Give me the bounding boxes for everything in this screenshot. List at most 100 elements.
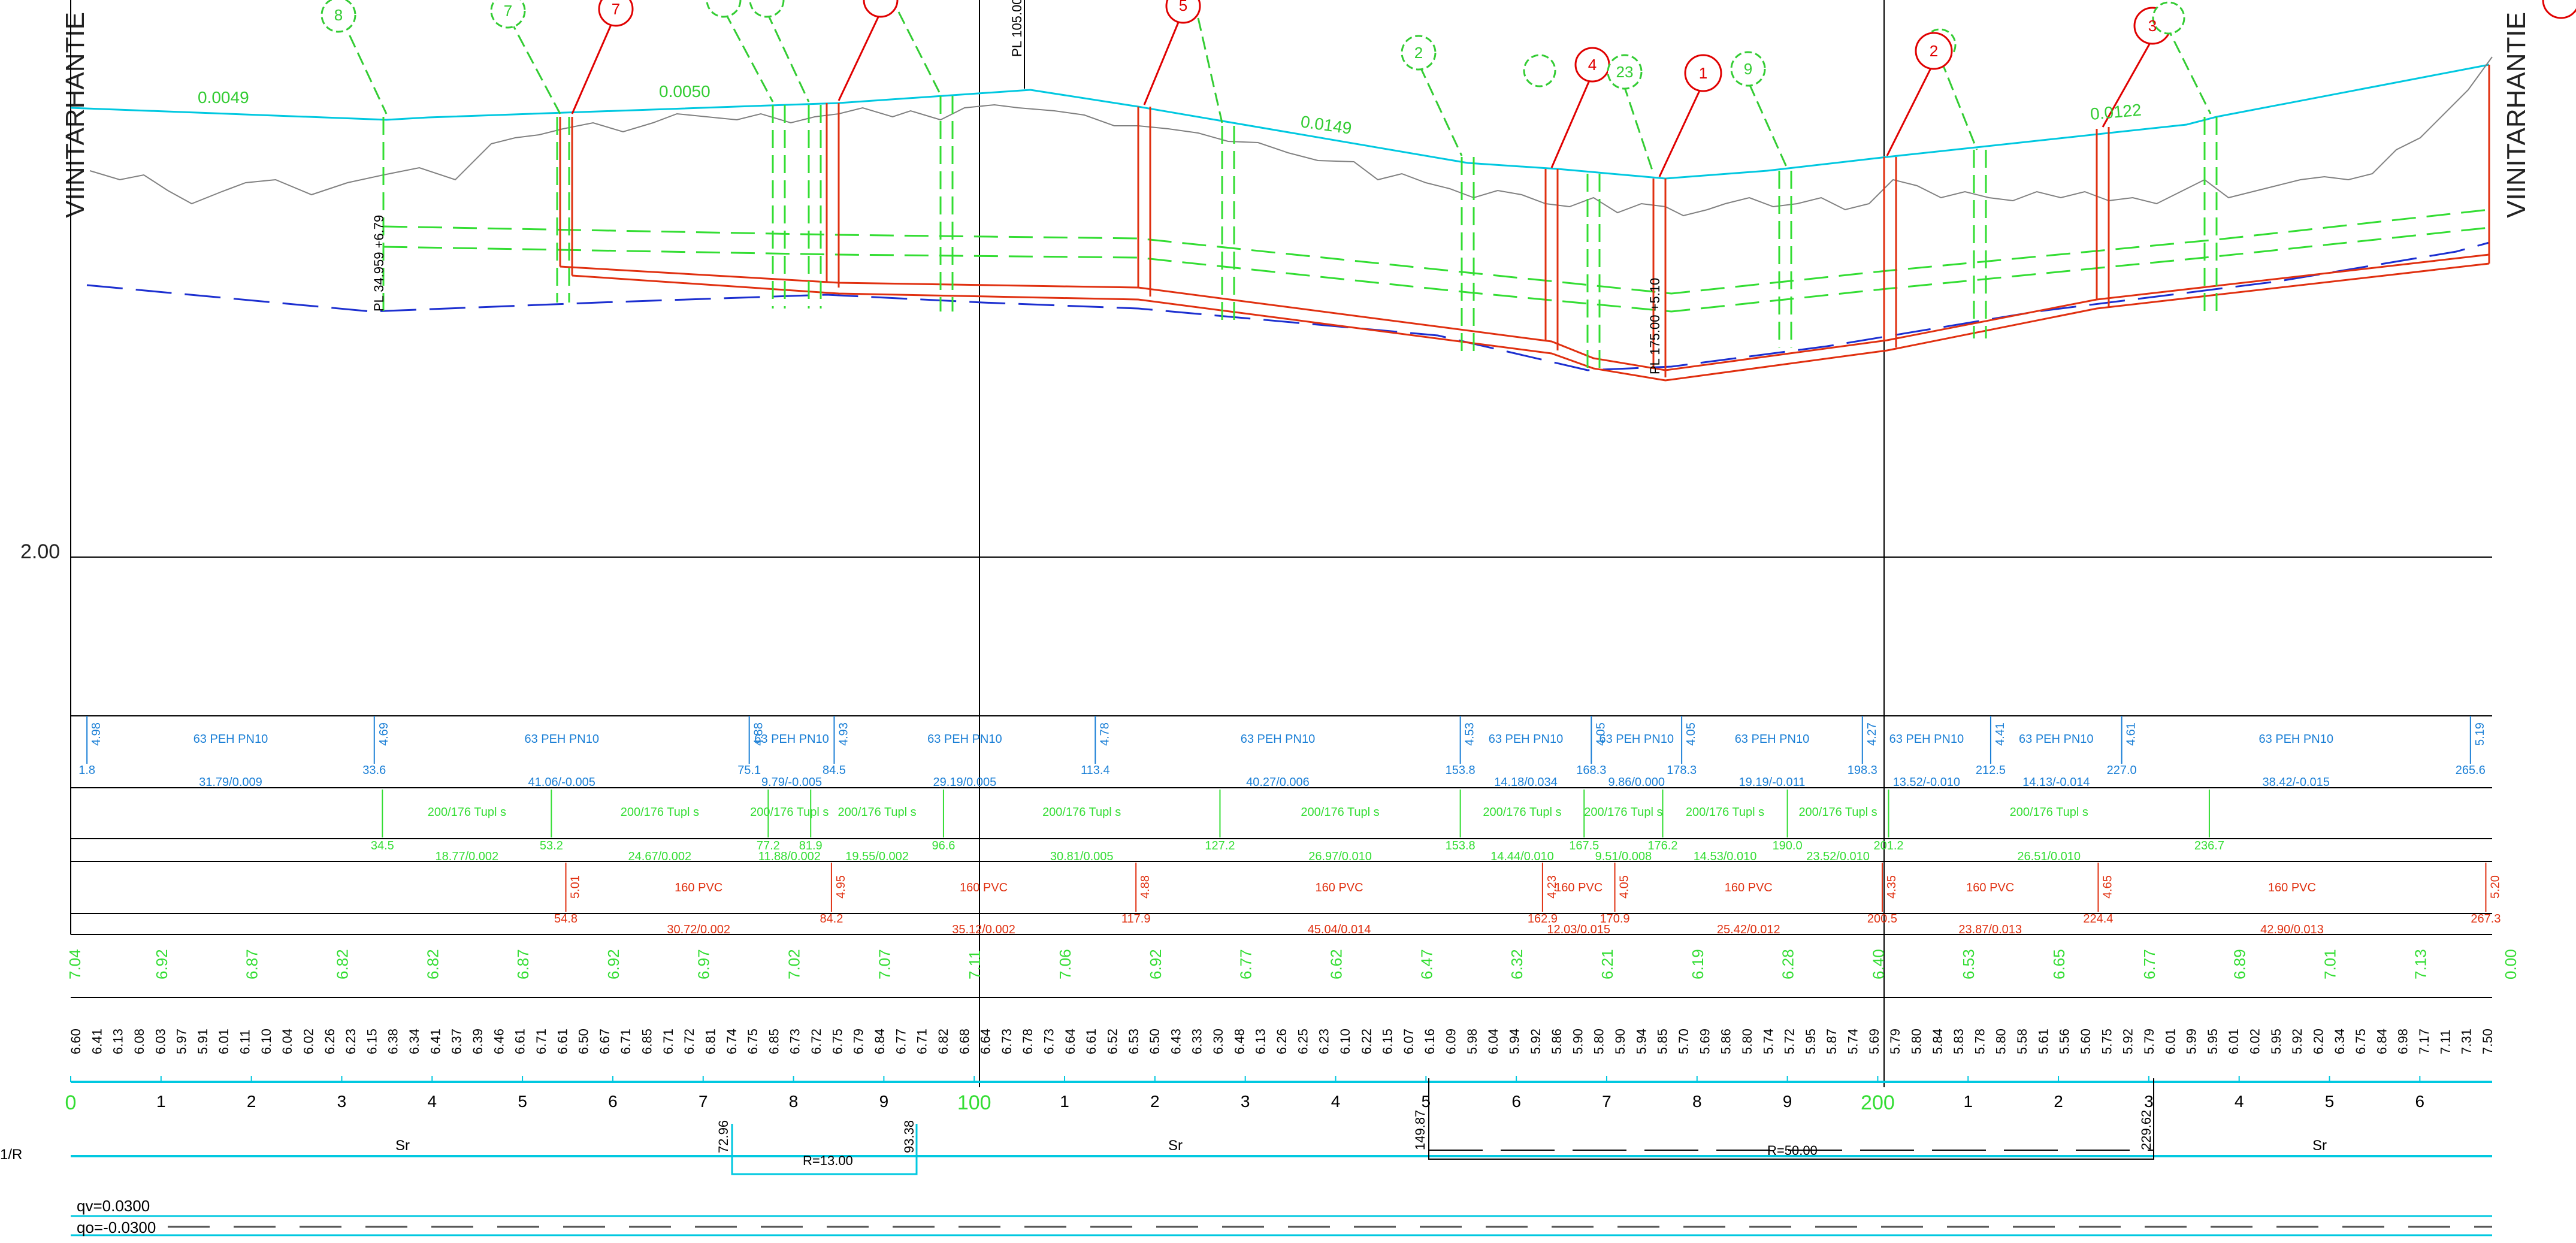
- sewer-segment-label: 12.03/0.015: [1547, 923, 1610, 936]
- pe-pipe-label: 63 PEH PN10: [1599, 733, 1674, 746]
- pe-station-label: 168.3: [1576, 764, 1606, 777]
- pe-pipe-label: 63 PEH PN10: [524, 733, 599, 746]
- grade-label-2: 0.0050: [659, 82, 710, 101]
- depth-value: 6.92: [153, 949, 171, 979]
- chainage-label: 7: [1602, 1092, 1611, 1111]
- sewer-pipe-row: 54.85.0184.24.95117.94.88162.94.23170.94…: [554, 863, 2502, 936]
- level-label: 2.00: [20, 540, 60, 563]
- storm-station-label: 153.8: [1446, 839, 1476, 852]
- depth-value: 6.89: [2231, 949, 2249, 979]
- elevation-value: 6.01: [2226, 1029, 2241, 1054]
- elevation-value: 6.71: [618, 1029, 633, 1054]
- elevation-value: 6.74: [724, 1029, 739, 1054]
- sewer-segment-label: 45.04/0.014: [1308, 923, 1371, 936]
- design-grade-line: [70, 63, 2490, 180]
- sewer-station-label: 267.3: [2471, 912, 2501, 926]
- elevation-value: 6.04: [280, 1029, 295, 1054]
- elevation-value: 5.86: [1719, 1029, 1734, 1054]
- elevation-value: 6.23: [1317, 1029, 1332, 1054]
- elevation-value: 6.64: [1063, 1029, 1078, 1054]
- chainage-label: 5: [518, 1092, 527, 1111]
- ground-line: [89, 56, 2493, 217]
- elevation-value: 6.61: [513, 1029, 528, 1054]
- svg-text:2: 2: [1930, 42, 1938, 60]
- pe-segment-label: 38.42/-0.015: [2263, 776, 2330, 789]
- street-name-left: VIINITARHANTIE: [61, 12, 90, 218]
- elevation-value: 6.30: [1211, 1029, 1226, 1054]
- storm-pipe-bottom: [383, 226, 2490, 313]
- pe-segment-label: 19.19/-0.011: [1739, 776, 1806, 789]
- elevation-value: 6.01: [2163, 1029, 2178, 1054]
- chainage-label: 6: [1511, 1092, 1521, 1111]
- pe-depth-label: 4.61: [2125, 722, 2138, 746]
- elevation-value: 5.86: [1549, 1029, 1564, 1054]
- svg-text:7: 7: [504, 2, 512, 20]
- storm-pipe-label: 200/176 Tupl s: [2010, 806, 2088, 819]
- elevation-value: 5.79: [1888, 1029, 1903, 1054]
- sewer-pipe-label: 160 PVC: [675, 881, 722, 894]
- depth-value: 6.92: [604, 949, 622, 979]
- svg-text:7: 7: [612, 0, 620, 18]
- pe-depth-label: 4.27: [1866, 722, 1879, 746]
- elevation-value: 5.85: [1655, 1029, 1670, 1054]
- elevation-value: 5.56: [2057, 1029, 2072, 1054]
- elevation-value: 6.11: [238, 1030, 253, 1054]
- well-bubble-6g2: [749, 0, 785, 18]
- depth-value: 6.62: [1327, 949, 1345, 979]
- sewer-depth-label: 4.65: [2101, 875, 2114, 899]
- elevation-value: 5.92: [2290, 1029, 2305, 1054]
- sewer-depth-label: 4.05: [1618, 875, 1631, 899]
- storm-pipe-label: 200/176 Tupl s: [1483, 806, 1561, 819]
- depth-value: 6.87: [243, 949, 261, 979]
- pe-station-label: 1.8: [78, 764, 95, 777]
- sewer-station-label: 170.9: [1600, 912, 1629, 926]
- straight-label-3: Sr: [2312, 1138, 2327, 1154]
- chainage-label: 3: [1241, 1092, 1250, 1111]
- elevation-value: 5.95: [2205, 1029, 2220, 1054]
- elevation-value: 6.72: [809, 1029, 824, 1054]
- elevation-value: 6.67: [597, 1029, 612, 1054]
- depth-value: 6.82: [424, 949, 442, 979]
- elevation-value: 6.81: [703, 1029, 718, 1054]
- elevation-value: 5.99: [2184, 1029, 2199, 1054]
- curve-1-start: 72.96: [716, 1120, 731, 1153]
- well-bubble-5: [1165, 0, 1201, 24]
- chainage-label: 8: [789, 1092, 799, 1111]
- storm-station-label: 81.9: [799, 839, 823, 852]
- sewer-station-label: 84.2: [820, 912, 843, 926]
- depth-value: 6.40: [1869, 949, 1887, 979]
- storm-station-label: 176.2: [1647, 839, 1677, 852]
- well-bubble-9: [1730, 51, 1766, 87]
- elevation-value: 5.84: [1930, 1029, 1945, 1054]
- chainage-label: 0: [65, 1091, 77, 1114]
- storm-segment-label: 19.55/0.002: [845, 850, 909, 863]
- sewer-manholes: [559, 65, 2490, 377]
- pe-pipe-label: 63 PEH PN10: [2019, 733, 2094, 746]
- depth-value: 6.77: [2140, 949, 2158, 979]
- elevation-value: 5.72: [1782, 1029, 1797, 1054]
- sewer-pipe-label: 160 PVC: [1555, 881, 1603, 894]
- elevation-value: 5.92: [2121, 1029, 2136, 1054]
- pe-depth-label: 4.05: [1685, 722, 1698, 746]
- pe-pipe-label: 63 PEH PN10: [193, 733, 268, 746]
- pe-station-label: 84.5: [823, 764, 846, 777]
- elevation-value: 6.73: [788, 1029, 803, 1054]
- sewer-pipe-label: 160 PVC: [1315, 881, 1363, 894]
- pe-segment-label: 13.52/-0.010: [1893, 776, 1960, 789]
- straight-label-1: Sr: [395, 1138, 410, 1154]
- chainage-label: 7: [699, 1092, 708, 1111]
- well-leaders: [340, 11, 2212, 177]
- well-bubble-8: [321, 0, 356, 33]
- elevation-value: 6.13: [111, 1029, 126, 1054]
- elevation-value: 6.85: [640, 1029, 655, 1054]
- curve-2-start: 149.87: [1413, 1110, 1428, 1150]
- elevation-value: 5.80: [1592, 1029, 1607, 1054]
- chainage-label: 6: [608, 1092, 618, 1111]
- pe-depth-label: 4.41: [1994, 722, 2007, 746]
- elevation-value: 6.84: [2374, 1029, 2389, 1054]
- pe-pipe-row: 1.84.9833.64.6975.14.8884.54.93113.44.78…: [78, 716, 2487, 789]
- qo-label: qo=-0.0300: [77, 1218, 156, 1236]
- grade-label-1: 0.0049: [198, 88, 249, 107]
